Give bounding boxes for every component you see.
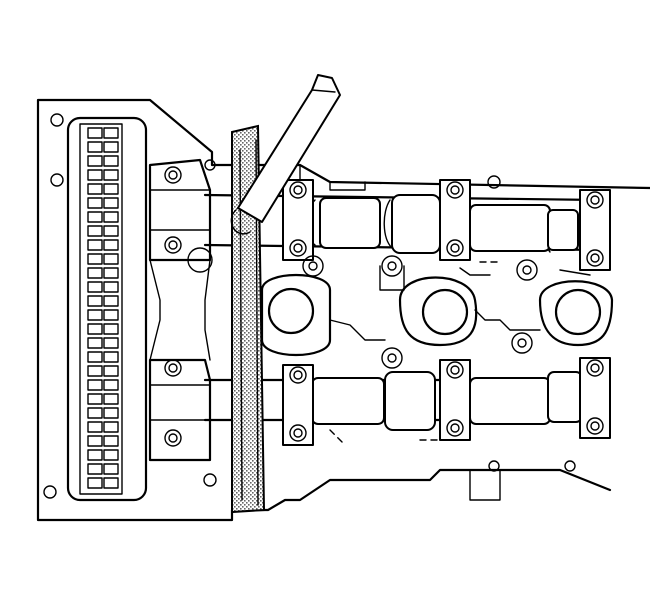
chain-link bbox=[87, 127, 103, 139]
chain-link bbox=[87, 267, 103, 279]
chain-link bbox=[103, 239, 119, 251]
chain-link bbox=[103, 309, 119, 321]
camshaft-upper bbox=[203, 193, 602, 254]
hidden-lines bbox=[329, 261, 501, 446]
chain-link bbox=[103, 155, 119, 167]
chain-link bbox=[103, 281, 119, 293]
bearing-cap bbox=[579, 189, 611, 271]
chain-link bbox=[103, 477, 119, 489]
chain-link bbox=[87, 169, 103, 181]
chain-link bbox=[103, 449, 119, 461]
chain-link bbox=[87, 351, 103, 363]
chain-link bbox=[103, 253, 119, 265]
bearing-cap bbox=[282, 179, 314, 261]
head-bolt-holes bbox=[43, 113, 576, 499]
sprocket-housing-lower bbox=[148, 358, 212, 462]
chain-link bbox=[103, 267, 119, 279]
cylinder-head-outline bbox=[36, 98, 650, 522]
bearing-cap bbox=[439, 359, 471, 441]
chain-link bbox=[103, 211, 119, 223]
chain-link bbox=[87, 323, 103, 335]
chain-link bbox=[103, 365, 119, 377]
chain-link bbox=[87, 421, 103, 433]
bearing-cap bbox=[579, 357, 611, 439]
chain-link bbox=[103, 141, 119, 153]
chain-link bbox=[87, 463, 103, 475]
chain-link bbox=[103, 379, 119, 391]
chain-link bbox=[103, 169, 119, 181]
chain-link bbox=[103, 127, 119, 139]
chain-link bbox=[87, 155, 103, 167]
chain-link bbox=[103, 463, 119, 475]
camshaft-lower bbox=[203, 371, 602, 431]
chain-link bbox=[87, 379, 103, 391]
head-lower-edge bbox=[469, 469, 501, 501]
chain-link bbox=[87, 211, 103, 223]
chain-link bbox=[87, 225, 103, 237]
tool-handle bbox=[230, 74, 341, 235]
chain-link bbox=[87, 393, 103, 405]
chain-link bbox=[87, 449, 103, 461]
chain-link bbox=[103, 295, 119, 307]
sprocket-housing-upper bbox=[148, 158, 213, 273]
chain-link bbox=[87, 239, 103, 251]
chain-link bbox=[87, 141, 103, 153]
spark-plug-bores bbox=[260, 274, 614, 356]
chain-link bbox=[87, 407, 103, 419]
chain-link bbox=[103, 407, 119, 419]
housing-web bbox=[149, 259, 211, 361]
chain-link bbox=[103, 421, 119, 433]
chain-link bbox=[87, 477, 103, 489]
chain-link bbox=[87, 295, 103, 307]
chain-link bbox=[87, 435, 103, 447]
chain-link bbox=[103, 183, 119, 195]
chain-link bbox=[87, 309, 103, 321]
chain-link bbox=[87, 337, 103, 349]
chain-link bbox=[103, 337, 119, 349]
chain-link bbox=[87, 253, 103, 265]
chain-link bbox=[87, 183, 103, 195]
cam-bearing-caps bbox=[282, 179, 611, 446]
lifter-bosses bbox=[302, 255, 591, 369]
chain-link bbox=[103, 435, 119, 447]
timing-chain bbox=[66, 116, 148, 502]
chain-link bbox=[103, 351, 119, 363]
chain-link bbox=[103, 225, 119, 237]
timing-chain-wedge-tool bbox=[231, 124, 266, 514]
chain-link bbox=[87, 281, 103, 293]
chain-link bbox=[103, 393, 119, 405]
chain-link bbox=[103, 197, 119, 209]
chain-link bbox=[87, 197, 103, 209]
chain-link bbox=[87, 365, 103, 377]
chain-link bbox=[103, 323, 119, 335]
bearing-cap bbox=[282, 364, 314, 446]
bearing-cap bbox=[439, 179, 471, 261]
